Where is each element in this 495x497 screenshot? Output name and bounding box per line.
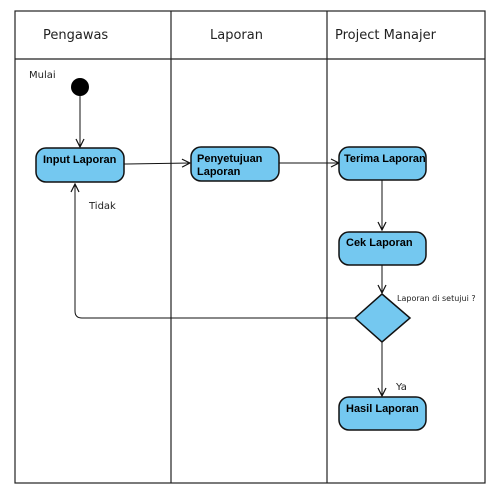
action-penyetujuan-laporan: Penyetujuan Laporan — [190, 146, 280, 182]
action-terima-laporan: Terima Laporan — [338, 146, 427, 181]
action-label: Cek Laporan — [346, 237, 413, 249]
action-label: Input Laporan — [43, 154, 117, 166]
lane-title-project-manajer: Project Manajer — [335, 28, 437, 43]
start-label: Mulai — [29, 70, 56, 81]
action-input-laporan: Input Laporan — [35, 147, 125, 183]
decision-diamond — [353, 293, 412, 343]
start-node — [71, 78, 89, 96]
lane-title-laporan: Laporan — [210, 28, 263, 43]
edge-input-to-penyetujuan — [123, 163, 190, 164]
edge-label-yes: Ya — [395, 382, 407, 393]
action-box — [190, 146, 280, 182]
action-box — [338, 146, 427, 181]
action-box — [338, 396, 427, 431]
edges — [75, 96, 382, 396]
action-label-line-2: Laporan — [197, 166, 241, 178]
lane-title-pengawas: Pengawas — [43, 28, 108, 43]
edge-label-no: Tidak — [88, 201, 116, 212]
action-box — [35, 147, 125, 183]
action-label: Terima Laporan — [344, 153, 426, 165]
decision-node: Laporan di setujui ? — [353, 293, 476, 343]
action-hasil-laporan: Hasil Laporan — [338, 396, 427, 431]
decision-label: Laporan di setujui ? — [397, 294, 476, 303]
action-label: Hasil Laporan — [346, 403, 419, 415]
action-cek-laporan: Cek Laporan — [338, 231, 427, 266]
action-label-line-1: Penyetujuan — [197, 153, 263, 165]
action-box — [338, 231, 427, 266]
edge-decision-to-input — [75, 184, 355, 319]
